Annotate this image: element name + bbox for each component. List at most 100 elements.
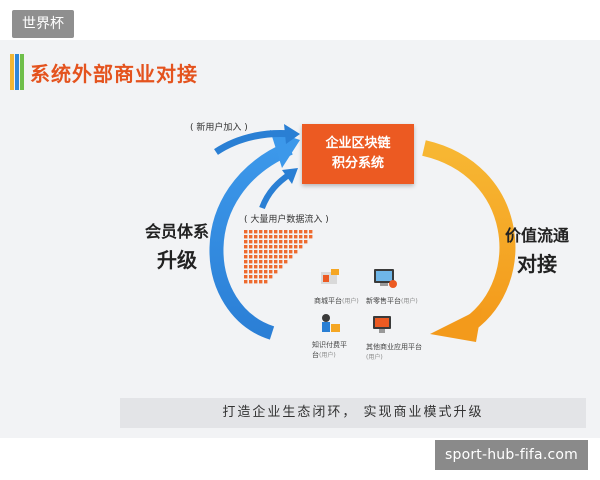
data-dot bbox=[274, 255, 278, 259]
data-dot bbox=[259, 250, 263, 254]
blue-cycle-arrow bbox=[209, 141, 293, 340]
member-system-upgrade-label: 会员体系 升级 bbox=[145, 218, 209, 273]
blockchain-points-system-box: 企业区块链 积分系统 bbox=[302, 124, 414, 184]
data-dot bbox=[289, 250, 293, 254]
data-dot bbox=[289, 230, 293, 234]
data-dot bbox=[254, 240, 258, 244]
data-inflow-arrow-head bbox=[282, 168, 298, 184]
data-dot bbox=[259, 265, 263, 269]
data-dot bbox=[264, 250, 268, 254]
data-dot bbox=[284, 255, 288, 259]
other-app-icon bbox=[370, 312, 396, 342]
data-dot bbox=[249, 240, 253, 244]
data-dot bbox=[254, 270, 258, 274]
data-dot bbox=[299, 230, 303, 234]
data-dot bbox=[274, 250, 278, 254]
watermark: sport-hub-fifa.com bbox=[434, 440, 588, 470]
data-dot bbox=[264, 260, 268, 264]
data-dot bbox=[289, 245, 293, 249]
data-dot bbox=[259, 260, 263, 264]
data-dot bbox=[284, 235, 288, 239]
data-dot bbox=[269, 250, 273, 254]
data-dot bbox=[279, 255, 283, 259]
data-dot bbox=[274, 245, 278, 249]
data-dot bbox=[279, 260, 283, 264]
data-dot bbox=[284, 230, 288, 234]
slide-title: 系统外部商业对接 bbox=[30, 62, 198, 86]
data-dot bbox=[304, 230, 308, 234]
left-label-line1: 会员体系 bbox=[145, 222, 210, 241]
data-dot bbox=[244, 230, 248, 234]
data-dot bbox=[269, 270, 273, 274]
data-dot bbox=[269, 240, 273, 244]
data-dot bbox=[249, 235, 253, 239]
data-dot bbox=[249, 245, 253, 249]
mall-platform-label: 商城平台(用户) bbox=[314, 296, 359, 307]
data-dot bbox=[254, 280, 258, 284]
data-inflow-label: ( 大量用户数据流入 ) bbox=[244, 215, 329, 225]
data-dot bbox=[294, 245, 298, 249]
data-dot bbox=[309, 230, 313, 234]
data-dot bbox=[269, 235, 273, 239]
blue-arrow-head bbox=[270, 130, 300, 168]
data-dot bbox=[259, 255, 263, 259]
data-dot bbox=[284, 240, 288, 244]
data-dot bbox=[264, 275, 268, 279]
data-dot bbox=[254, 245, 258, 249]
data-dot bbox=[259, 230, 263, 234]
knowledge-platform-name: 知识付费平台 bbox=[312, 341, 347, 359]
data-dot bbox=[264, 240, 268, 244]
corner-tag: 世界杯 bbox=[12, 10, 74, 38]
data-dot bbox=[259, 280, 263, 284]
data-dot bbox=[279, 235, 283, 239]
data-dot bbox=[274, 240, 278, 244]
data-inflow-arrow bbox=[259, 171, 292, 210]
other-app-platform-label: 其他商业应用平台 (用户) bbox=[366, 342, 426, 363]
mall-platform-note: (用户) bbox=[342, 298, 359, 305]
data-dot bbox=[254, 235, 258, 239]
data-dot bbox=[284, 260, 288, 264]
other-app-platform-name: 其他商业应用平台 bbox=[366, 343, 422, 351]
data-dot bbox=[269, 275, 273, 279]
user-data-dot-grid bbox=[244, 230, 313, 284]
data-dot bbox=[264, 255, 268, 259]
data-dot bbox=[264, 265, 268, 269]
data-dot bbox=[254, 260, 258, 264]
new-users-arrow-head bbox=[284, 124, 300, 144]
data-dot bbox=[274, 230, 278, 234]
title-accent-bars bbox=[10, 54, 24, 90]
data-dot bbox=[244, 270, 248, 274]
data-dot bbox=[259, 275, 263, 279]
other-app-platform-note: (用户) bbox=[366, 354, 383, 361]
data-dot bbox=[279, 245, 283, 249]
orange-arrow-head bbox=[430, 308, 482, 342]
data-dot bbox=[294, 230, 298, 234]
data-dot bbox=[284, 245, 288, 249]
data-dot bbox=[274, 270, 278, 274]
data-dot bbox=[289, 255, 293, 259]
accent-bar-yellow bbox=[10, 54, 14, 90]
data-dot bbox=[264, 235, 268, 239]
data-dot bbox=[264, 245, 268, 249]
data-dot bbox=[274, 235, 278, 239]
data-dot bbox=[249, 230, 253, 234]
data-dot bbox=[254, 230, 258, 234]
data-dot bbox=[249, 270, 253, 274]
value-circulation-label: 价值流通 对接 bbox=[505, 222, 569, 277]
accent-bar-green bbox=[20, 54, 24, 90]
data-dot bbox=[279, 240, 283, 244]
data-dot bbox=[259, 235, 263, 239]
mall-icon bbox=[318, 266, 342, 294]
data-dot bbox=[284, 250, 288, 254]
data-dot bbox=[299, 240, 303, 244]
center-box-line2: 积分系统 bbox=[331, 156, 384, 171]
data-dot bbox=[244, 235, 248, 239]
data-dot bbox=[244, 240, 248, 244]
left-label-line2: 升级 bbox=[157, 248, 197, 272]
data-dot bbox=[269, 255, 273, 259]
knowledge-platform-note: (用户) bbox=[319, 352, 336, 359]
data-dot bbox=[289, 240, 293, 244]
data-dot bbox=[264, 270, 268, 274]
new-users-label: ( 新用户加入 ) bbox=[190, 123, 248, 133]
data-dot bbox=[309, 235, 313, 239]
